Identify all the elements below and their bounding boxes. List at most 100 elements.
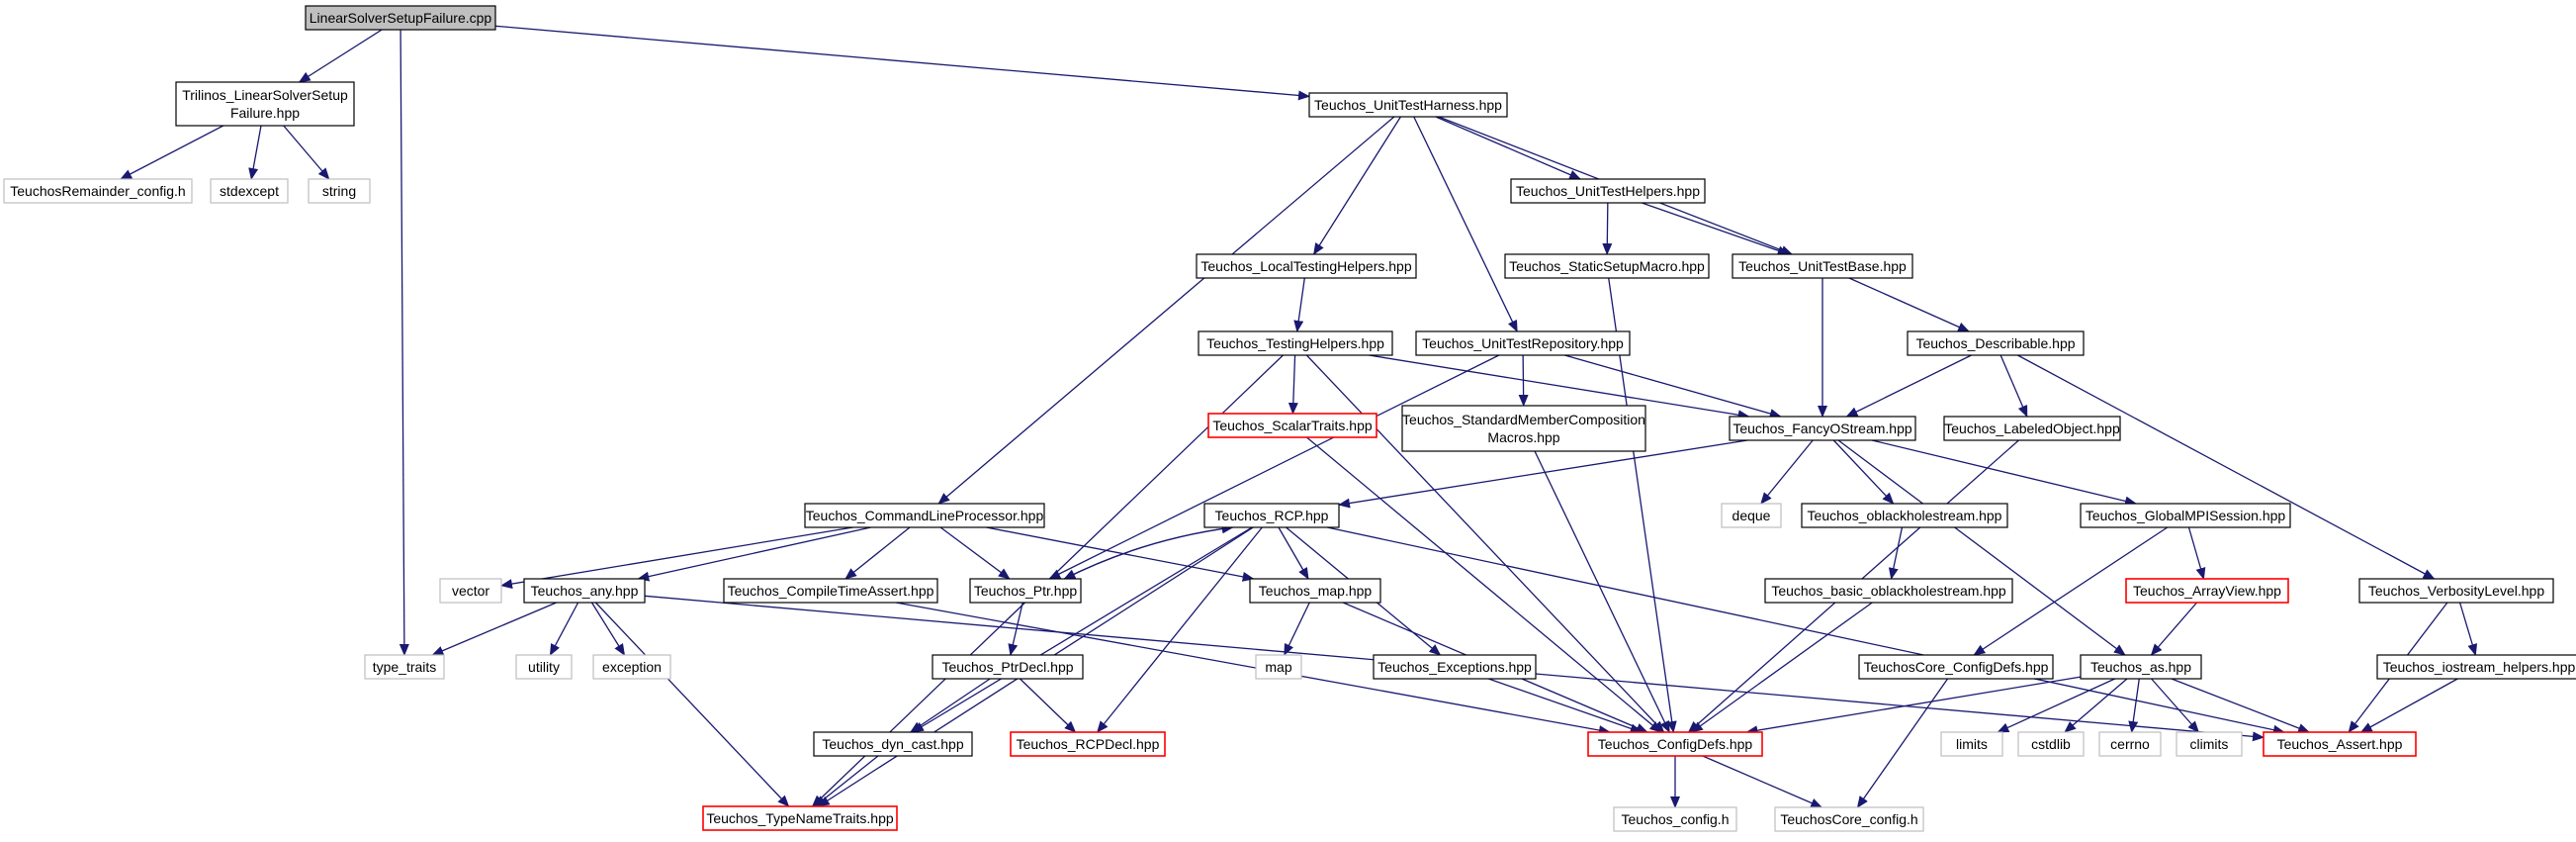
node-as[interactable]: Teuchos_as.hpp (2080, 654, 2202, 680)
node-label: Teuchos_UnitTestBase.hpp (1738, 258, 1907, 274)
node-remainder-cfg[interactable]: TeuchosRemainder_config.h (3, 178, 193, 204)
edge-local_testing-to-testing_helpers (1293, 277, 1305, 332)
node-climits[interactable]: climits (2176, 731, 2243, 757)
node-string[interactable]: string (308, 178, 371, 204)
node-label: Teuchos_ArrayView.hpp (2133, 583, 2281, 599)
node-static-setup[interactable]: Teuchos_StaticSetupMacro.hpp (1504, 253, 1710, 279)
edge-as-to-climits (2151, 678, 2200, 733)
edge-as-to-assert (2171, 678, 2311, 733)
node-label: Macros.hpp (1487, 429, 1559, 445)
node-box (1858, 654, 2054, 680)
node-local-testing[interactable]: Teuchos_LocalTestingHelpers.hpp (1196, 253, 1417, 279)
node-labeled[interactable]: Teuchos_LabeledObject.hpp (1943, 416, 2121, 441)
node-box (1198, 330, 1393, 356)
node-label: Teuchos_ScalarTraits.hpp (1212, 418, 1373, 433)
node-exceptions[interactable]: Teuchos_Exceptions.hpp (1373, 654, 1537, 680)
node-label: Teuchos_LocalTestingHelpers.hpp (1200, 258, 1411, 274)
node-box (1308, 92, 1508, 118)
edge-ptr_decl-to-dyn_cast (910, 678, 991, 733)
node-rcp[interactable]: Teuchos_RCP.hpp (1203, 503, 1340, 528)
node-label: vector (452, 583, 489, 599)
node-iostream-helpers[interactable]: Teuchos_iostream_helpers.hpp (2376, 654, 2576, 680)
node-array-view[interactable]: Teuchos_ArrayView.hpp (2125, 578, 2289, 604)
node-limits[interactable]: limits (1940, 731, 2003, 757)
node-box (1010, 731, 1166, 757)
node-label: Teuchos_RCPDecl.hpp (1017, 736, 1160, 752)
node-label: Teuchos_UnitTestHelpers.hpp (1516, 183, 1700, 199)
node-any[interactable]: Teuchos_any.hpp (523, 578, 646, 604)
node-box (1203, 503, 1340, 528)
node-unit-helpers[interactable]: Teuchos_UnitTestHelpers.hpp (1510, 178, 1706, 204)
node-label: Teuchos_map.hpp (1259, 583, 1373, 599)
node-utility[interactable]: utility (515, 654, 573, 680)
edge-map_hpp-to-map (1284, 602, 1310, 656)
node-label: Teuchos_basic_oblackholestream.hpp (1771, 583, 2006, 599)
node-config-h[interactable]: Teuchos_config.h (1613, 806, 1737, 832)
node-label: Teuchos_dyn_cast.hpp (822, 736, 963, 752)
node-label: cstdlib (2031, 736, 2071, 752)
edge-testing_helpers-to-scalar_traits (1288, 354, 1298, 415)
node-dyn-cast[interactable]: Teuchos_dyn_cast.hpp (813, 731, 973, 757)
node-label: Teuchos_VerbosityLevel.hpp (2368, 583, 2544, 599)
edge-cmdline-to-any (637, 526, 871, 582)
node-type-name[interactable]: Teuchos_TypeNameTraits.hpp (702, 805, 898, 831)
node-box (2017, 731, 2085, 757)
node-vector[interactable]: vector (439, 578, 502, 604)
edge-unit_repo-to-std_member (1518, 354, 1529, 407)
node-type-traits[interactable]: type_traits (364, 654, 445, 680)
node-box (2358, 578, 2554, 604)
node-oblack[interactable]: Teuchos_oblackholestream.hpp (1801, 503, 2008, 528)
node-cerrno[interactable]: cerrno (2098, 731, 2162, 757)
node-box (515, 654, 573, 680)
node-ptr-decl[interactable]: Teuchos_PtrDecl.hpp (932, 654, 1084, 680)
node-core-cfg-defs[interactable]: TeuchosCore_ConfigDefs.hpp (1858, 654, 2054, 680)
node-std-member[interactable]: Teuchos_StandardMemberCompositionMacros.… (1401, 405, 1646, 452)
node-exception[interactable]: exception (592, 654, 671, 680)
node-compile-assert[interactable]: Teuchos_CompileTimeAssert.hpp (723, 578, 938, 604)
node-label: climits (2190, 736, 2229, 752)
node-box (1510, 178, 1706, 204)
node-label: Teuchos_StandardMemberComposition (1402, 412, 1645, 427)
node-trilinos-ls[interactable]: Trilinos_LinearSolverSetupFailure.hpp (175, 81, 355, 127)
node-stdexcept[interactable]: stdexcept (210, 178, 289, 204)
edge-root-to-unit_harness (494, 25, 1310, 101)
edge-ptr_decl-to-rcp_decl (1020, 678, 1077, 733)
node-cmdline[interactable]: Teuchos_CommandLineProcessor.hpp (804, 503, 1045, 528)
node-label: Teuchos_CommandLineProcessor.hpp (806, 508, 1044, 523)
edge-global_mpi-to-core_cfg_defs (1973, 526, 2169, 656)
node-config-defs[interactable]: Teuchos_ConfigDefs.hpp (1587, 731, 1763, 757)
node-global-mpi[interactable]: Teuchos_GlobalMPISession.hpp (2080, 503, 2291, 528)
node-deque[interactable]: deque (1721, 503, 1782, 528)
node-label: Teuchos_ConfigDefs.hpp (1598, 736, 1753, 752)
node-unit-base[interactable]: Teuchos_UnitTestBase.hpp (1732, 253, 1913, 279)
node-box (305, 5, 496, 31)
node-basic-oblack[interactable]: Teuchos_basic_oblackholestream.hpp (1764, 578, 2013, 604)
node-unit-harness[interactable]: Teuchos_UnitTestHarness.hpp (1308, 92, 1508, 118)
node-map[interactable]: map (1255, 654, 1302, 680)
node-describable[interactable]: Teuchos_Describable.hpp (1907, 330, 2085, 356)
edge-describable-to-verbosity (2017, 354, 2436, 580)
edge-as-to-config_defs (1745, 676, 2082, 736)
node-label: Teuchos_TypeNameTraits.hpp (706, 810, 894, 826)
edge-root-to-type_traits (399, 29, 409, 656)
node-verbosity[interactable]: Teuchos_VerbosityLevel.hpp (2358, 578, 2554, 604)
node-rcp-decl[interactable]: Teuchos_RCPDecl.hpp (1010, 731, 1166, 757)
node-testing-helpers[interactable]: Teuchos_TestingHelpers.hpp (1198, 330, 1393, 356)
node-label: Teuchos_FancyOStream.hpp (1732, 421, 1912, 436)
edge-any-to-utility (549, 602, 579, 656)
node-cstdlib[interactable]: cstdlib (2017, 731, 2085, 757)
node-scalar-traits[interactable]: Teuchos_ScalarTraits.hpp (1207, 413, 1377, 438)
node-unit-repo[interactable]: Teuchos_UnitTestRepository.hpp (1415, 330, 1631, 356)
node-box (723, 578, 938, 604)
node-label: Teuchos_Exceptions.hpp (1377, 659, 1532, 675)
edge-rcp-to-map_hpp (1278, 526, 1309, 580)
node-map-hpp[interactable]: Teuchos_map.hpp (1249, 578, 1381, 604)
node-ptr[interactable]: Teuchos_Ptr.hpp (969, 578, 1082, 604)
node-core-config[interactable]: TeuchosCore_config.h (1774, 806, 1924, 832)
edge-unit_repo-to-ptr (1048, 354, 1500, 580)
node-fancy[interactable]: Teuchos_FancyOStream.hpp (1729, 416, 1916, 441)
edge-rcp-to-ptr (1063, 526, 1233, 580)
node-box (1732, 253, 1913, 279)
edge-cmdline-to-compile_assert (844, 526, 911, 580)
node-assert[interactable]: Teuchos_Assert.hpp (2263, 731, 2417, 757)
